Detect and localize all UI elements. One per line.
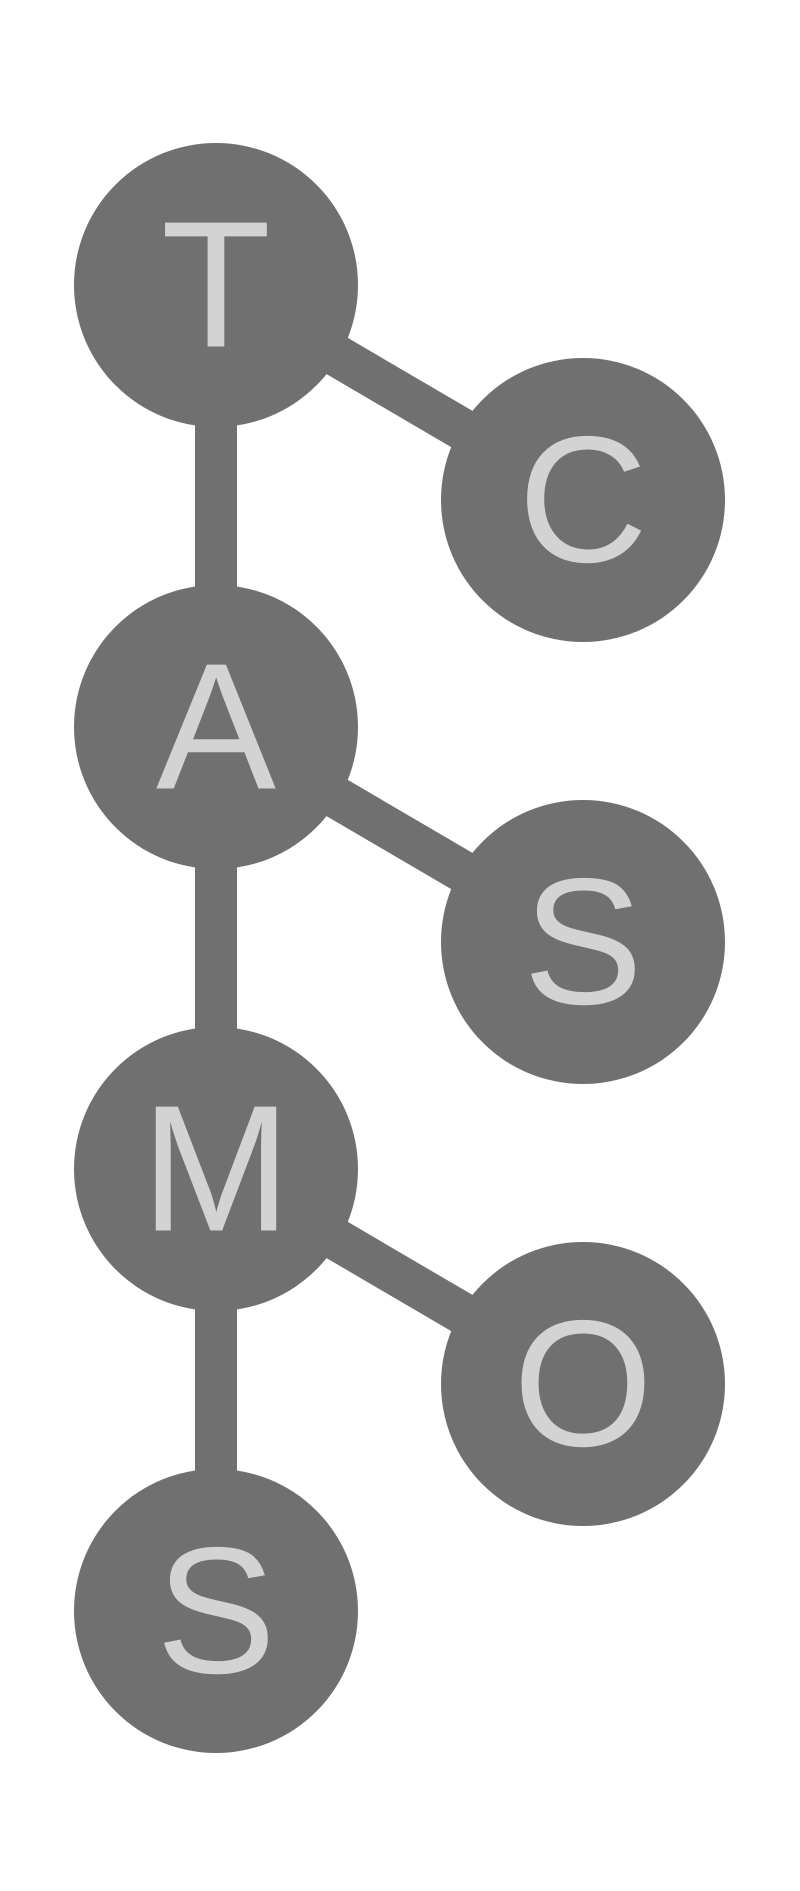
node-t-circle	[74, 143, 358, 427]
node-o-label: O	[513, 1284, 653, 1485]
node-o-circle	[441, 1242, 725, 1526]
node-c: C	[441, 358, 725, 642]
node-o: O	[441, 1242, 725, 1526]
node-c-circle	[441, 358, 725, 642]
node-m: M	[74, 1027, 358, 1311]
nodes: T C A S M O S	[74, 143, 725, 1753]
node-s2-circle	[74, 1469, 358, 1753]
node-m-circle	[74, 1027, 358, 1311]
node-s1: S	[441, 800, 725, 1084]
node-a: A	[74, 585, 358, 869]
node-a-label: A	[156, 627, 276, 828]
node-c-label: C	[518, 400, 648, 601]
node-s1-circle	[441, 800, 725, 1084]
node-s1-label: S	[523, 842, 643, 1043]
node-a-circle	[74, 585, 358, 869]
node-t-label: T	[161, 185, 271, 386]
node-s2-label: S	[156, 1511, 276, 1712]
node-t: T	[74, 143, 358, 427]
node-s2: S	[74, 1469, 358, 1753]
node-m-label: M	[141, 1069, 291, 1270]
